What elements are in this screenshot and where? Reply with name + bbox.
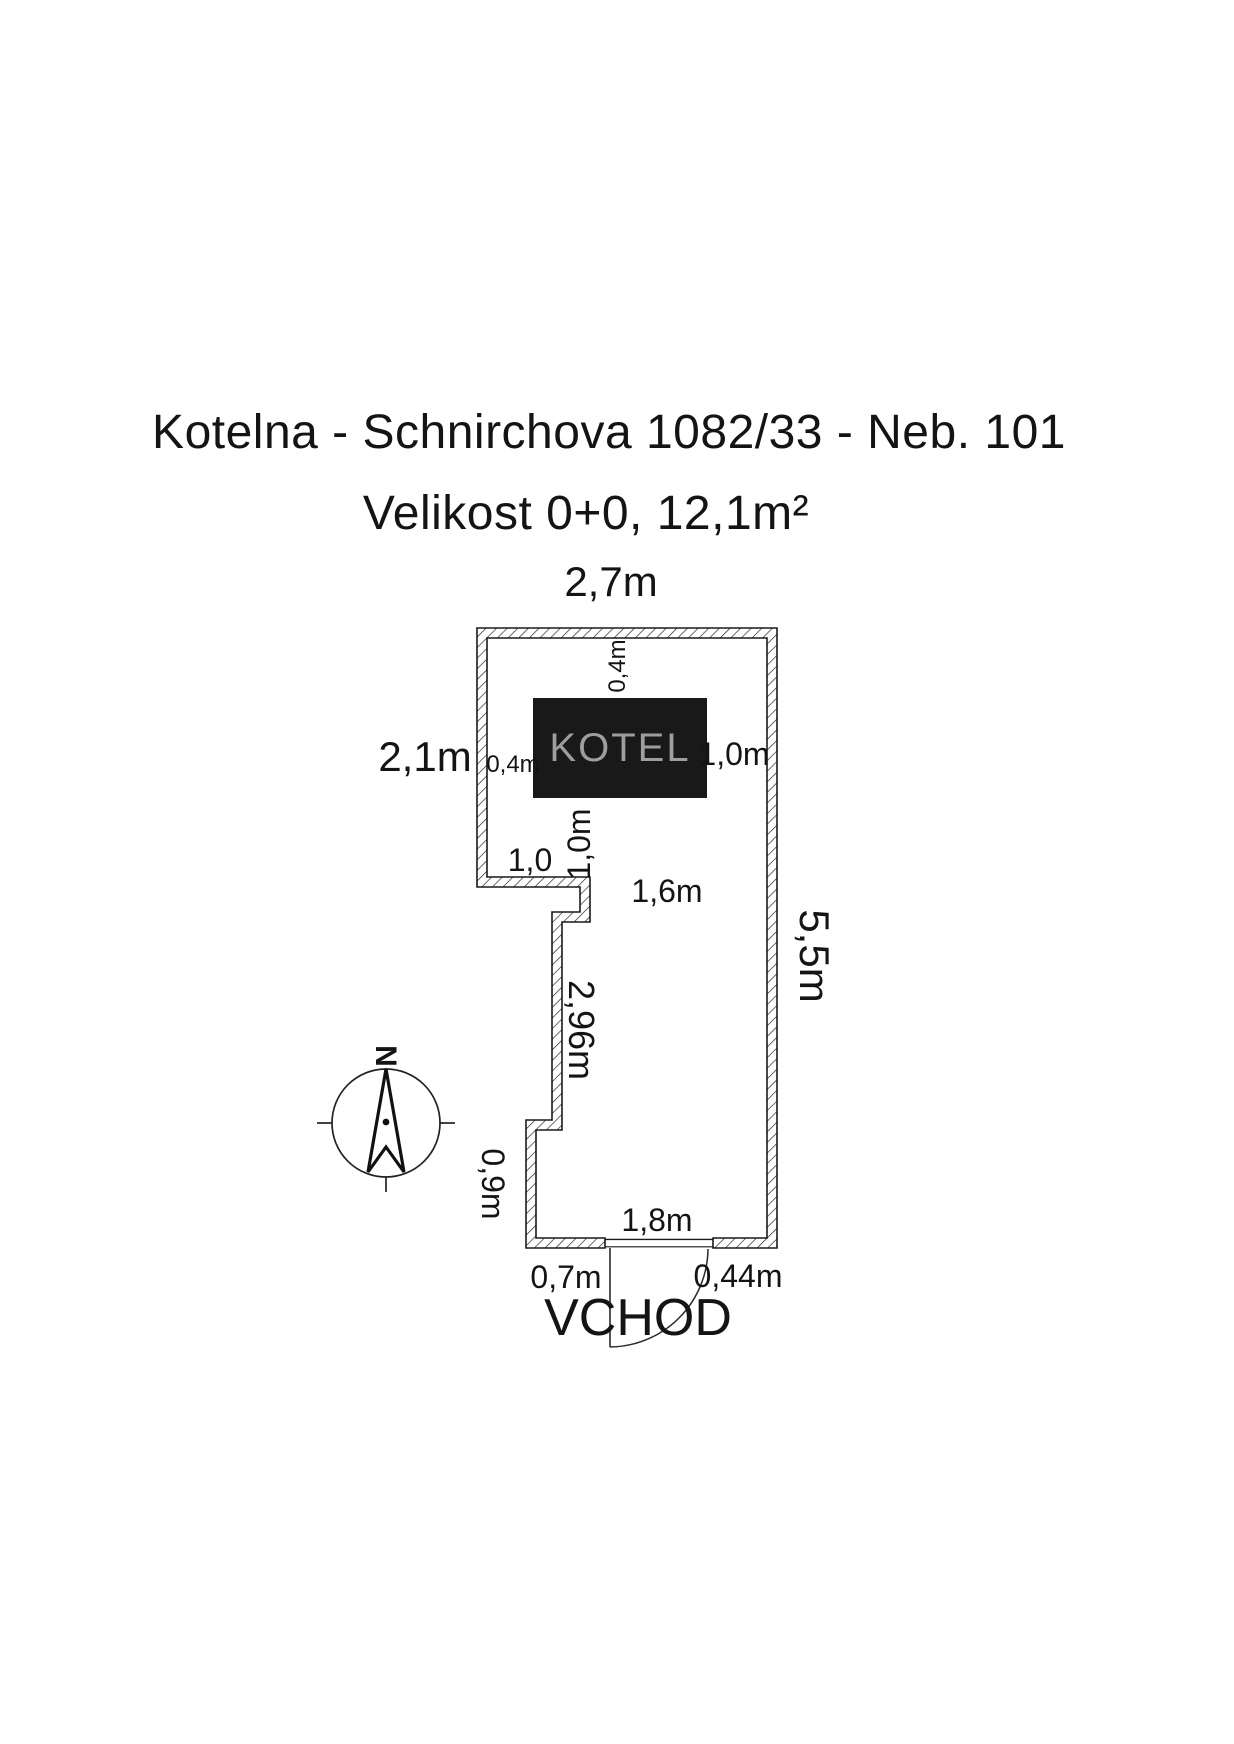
dim-step-clearance: 1,6m	[631, 873, 703, 909]
page-title: Kotelna - Schnirchova 1082/33 - Neb. 101	[152, 406, 1066, 459]
walls-group	[476, 627, 778, 1249]
door-group	[605, 1238, 713, 1348]
dim-kotel-top-offset: 0,4m	[604, 639, 631, 693]
page-subtitle: Velikost 0+0, 12,1m²	[362, 487, 810, 540]
dim-lower-left-height: 0,9m	[475, 1148, 511, 1220]
dim-bottom-width: 1,8m	[621, 1202, 693, 1238]
entrance-label: VCHOD	[544, 1289, 732, 1347]
wall-outline	[476, 627, 778, 1249]
dim-kotel-right-offset: 1,0m	[698, 736, 770, 772]
dim-upper-left-height: 2,1m	[378, 733, 472, 780]
compass-north-letter: N	[369, 1045, 402, 1067]
dim-mid-left-height: 2,96m	[561, 979, 602, 1081]
dim-step-width: 1,0	[507, 842, 553, 878]
dim-door-left-offset: 0,7m	[530, 1259, 602, 1295]
compass-center-dot	[382, 1118, 390, 1126]
boiler-block: KOTEL	[533, 698, 707, 798]
dim-step-depth: 1,0m	[561, 808, 597, 880]
dim-right-height: 5,5m	[791, 909, 838, 1003]
dim-door-width: 0,44m	[693, 1258, 783, 1294]
boiler-block-label: KOTEL	[549, 726, 691, 770]
dim-top-width: 2,7m	[564, 558, 658, 605]
compass-rose	[317, 1068, 455, 1192]
dim-kotel-left-offset: 0,4m	[486, 751, 540, 778]
door-swing-arc	[609, 1248, 709, 1348]
